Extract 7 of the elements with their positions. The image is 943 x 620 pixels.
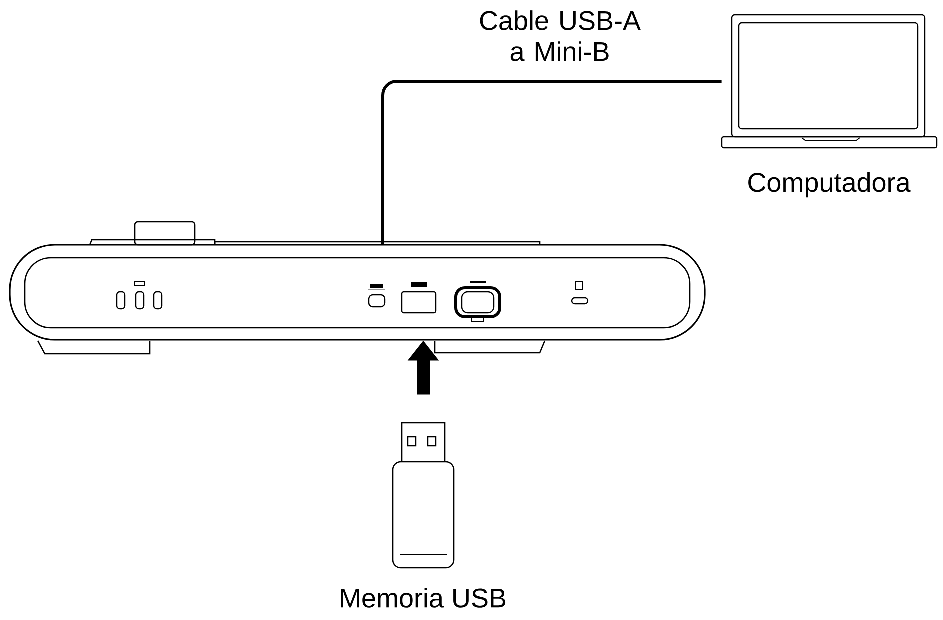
device-drawing bbox=[9, 221, 706, 355]
caption-text: Computadora bbox=[748, 172, 911, 198]
usb-stick-drawing bbox=[392, 422, 455, 569]
edge-label: Cable USB-A a Mini-B bbox=[480, 10, 641, 62]
caption-text: Memoria USB bbox=[341, 588, 506, 608]
laptop-drawing bbox=[721, 14, 938, 149]
cable-line bbox=[382, 80, 722, 244]
